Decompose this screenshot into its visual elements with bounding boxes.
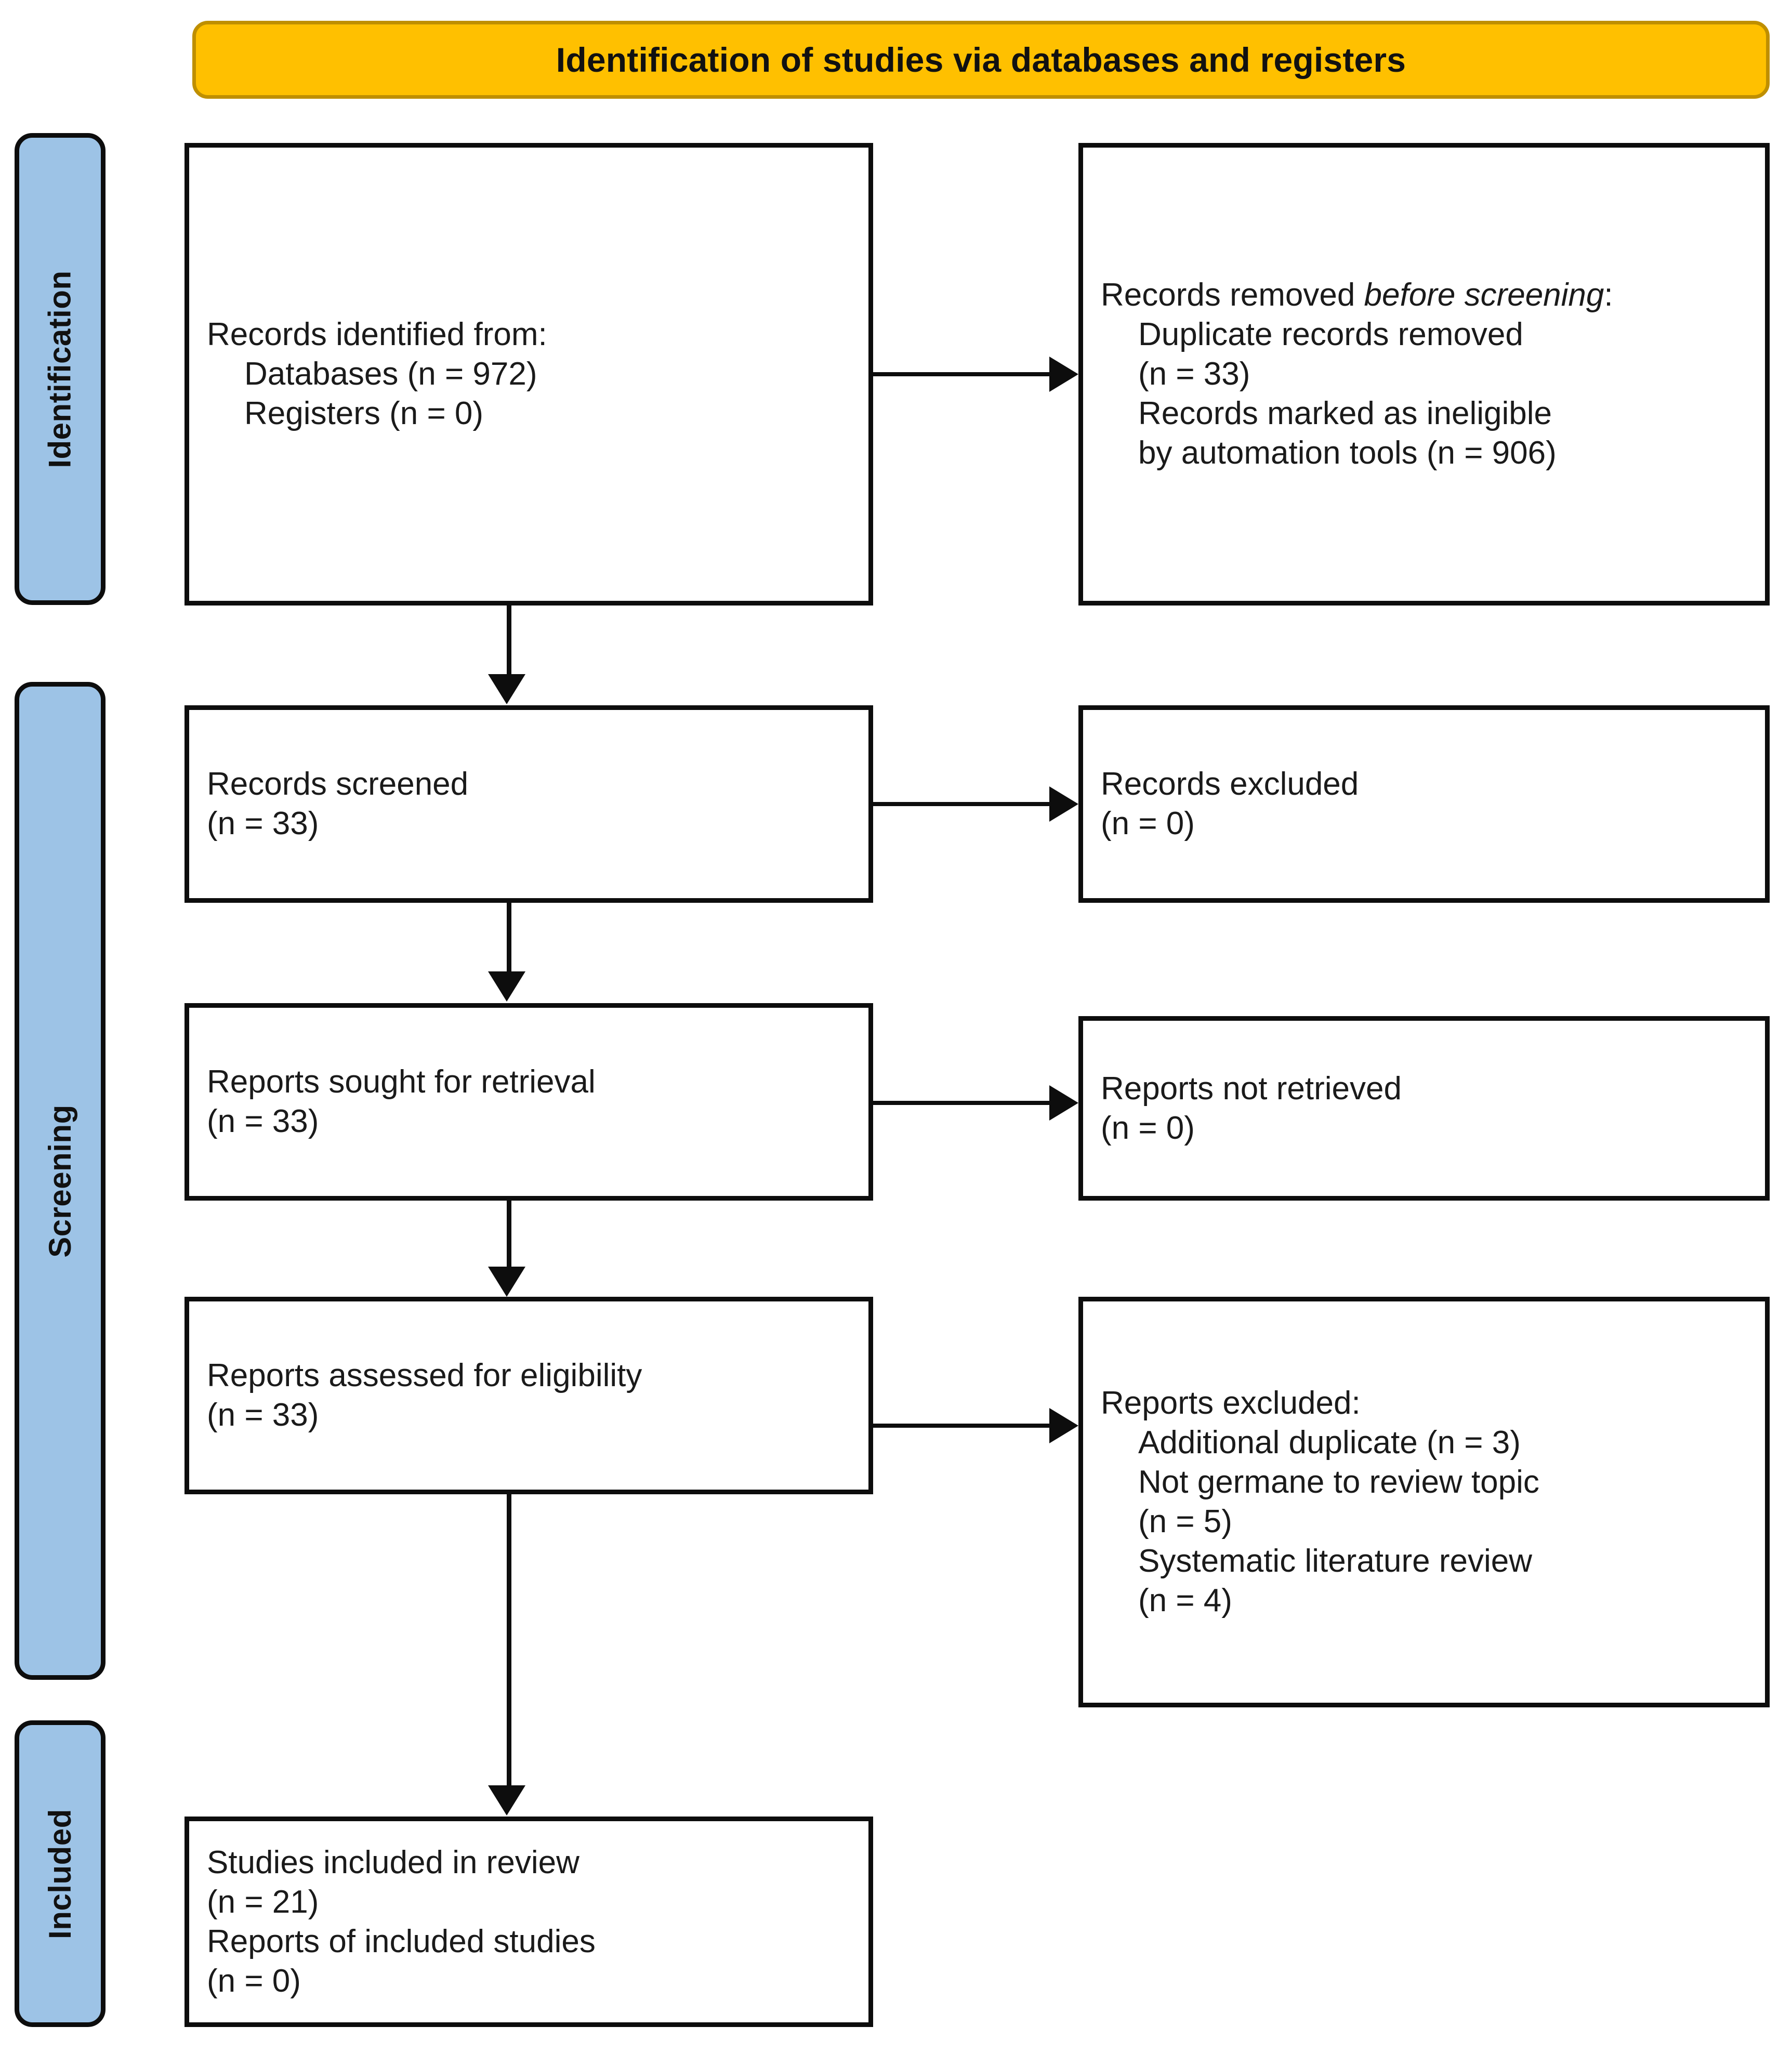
node-line: (n = 33) bbox=[207, 806, 319, 841]
node-line: Not germane to review topic bbox=[1138, 1464, 1539, 1500]
phase-label-included: Included bbox=[15, 1720, 106, 2027]
node-line: Reports not retrieved bbox=[1101, 1070, 1402, 1107]
node-reports-excluded: Reports excluded: Additional duplicate (… bbox=[1078, 1297, 1770, 1707]
arrowhead-sought-to-not-retrieved bbox=[1049, 1085, 1078, 1121]
arrow-sought-to-not-retrieved bbox=[873, 1101, 1052, 1105]
node-line: Additional duplicate (n = 3) bbox=[1138, 1425, 1521, 1460]
node-line: Records excluded bbox=[1101, 766, 1359, 802]
arrow-screened-to-excluded bbox=[873, 802, 1052, 806]
node-records-screened: Records screened (n = 33) bbox=[185, 705, 873, 903]
node-line: Studies included in review bbox=[207, 1844, 579, 1880]
node-line: (n = 0) bbox=[1101, 1110, 1195, 1146]
node-line: (n = 21) bbox=[207, 1884, 319, 1920]
phase-label-included-text: Included bbox=[43, 1808, 77, 1939]
arrowhead-identified-to-removed bbox=[1049, 357, 1078, 392]
node-line: Records marked as ineligible bbox=[1138, 396, 1552, 431]
node-line: (n = 5) bbox=[1138, 1504, 1232, 1539]
node-records-identified: Records identified from: Databases (n = … bbox=[185, 143, 873, 606]
node-line: Reports excluded: bbox=[1101, 1385, 1361, 1421]
node-line: Records screened bbox=[207, 766, 469, 802]
phase-label-screening: Screening bbox=[15, 682, 106, 1680]
arrow-assessed-to-included bbox=[507, 1494, 511, 1786]
arrowhead-identified-to-screened bbox=[488, 674, 525, 704]
node-line: Reports of included studies bbox=[207, 1923, 596, 1959]
node-line: (n = 4) bbox=[1138, 1583, 1232, 1618]
node-line: Reports assessed for eligibility bbox=[207, 1358, 642, 1393]
node-line: by automation tools (n = 906) bbox=[1138, 435, 1557, 471]
arrowhead-screened-to-sought bbox=[488, 971, 525, 1002]
node-line: Systematic literature review bbox=[1138, 1543, 1533, 1579]
node-line: Registers (n = 0) bbox=[244, 396, 484, 431]
node-reports-assessed-for-eligibility: Reports assessed for eligibility (n = 33… bbox=[185, 1297, 873, 1494]
heading-italic: before screening bbox=[1364, 277, 1604, 313]
node-line: Databases (n = 972) bbox=[244, 356, 537, 392]
diagram-header-banner: Identification of studies via databases … bbox=[192, 21, 1770, 99]
arrow-sought-to-assessed bbox=[507, 1201, 511, 1268]
node-reports-not-retrieved: Reports not retrieved (n = 0) bbox=[1078, 1016, 1770, 1201]
phase-label-identification-text: Identification bbox=[43, 270, 77, 468]
node-records-removed-before-screening: Records removed before screening: Duplic… bbox=[1078, 143, 1770, 606]
heading-tail: : bbox=[1604, 277, 1613, 313]
node-line: (n = 33) bbox=[207, 1103, 319, 1139]
arrowhead-screened-to-excluded bbox=[1049, 786, 1078, 822]
node-reports-sought-for-retrieval: Reports sought for retrieval (n = 33) bbox=[185, 1003, 873, 1201]
phase-label-screening-text: Screening bbox=[43, 1104, 78, 1258]
arrow-identified-to-screened bbox=[507, 606, 511, 676]
arrow-screened-to-sought bbox=[507, 903, 511, 972]
node-line: (n = 33) bbox=[207, 1397, 319, 1433]
node-line: (n = 0) bbox=[1101, 806, 1195, 841]
node-records-excluded: Records excluded (n = 0) bbox=[1078, 705, 1770, 903]
node-line-heading: Records removed before screening: bbox=[1101, 275, 1751, 315]
heading-plain: Records removed bbox=[1101, 277, 1364, 313]
diagram-title: Identification of studies via databases … bbox=[556, 40, 1406, 79]
arrowhead-assessed-to-included bbox=[488, 1785, 525, 1815]
node-line: (n = 0) bbox=[207, 1963, 301, 1999]
node-line: Reports sought for retrieval bbox=[207, 1064, 596, 1100]
arrow-identified-to-removed bbox=[873, 372, 1052, 376]
arrowhead-sought-to-assessed bbox=[488, 1267, 525, 1297]
node-studies-included-in-review: Studies included in review (n = 21) Repo… bbox=[185, 1817, 873, 2027]
phase-label-identification: Identification bbox=[15, 133, 106, 605]
node-line: (n = 33) bbox=[1138, 356, 1250, 392]
node-line: Records identified from: bbox=[207, 317, 547, 352]
arrow-assessed-to-reports-excluded bbox=[873, 1424, 1052, 1428]
arrowhead-assessed-to-reports-excluded bbox=[1049, 1408, 1078, 1443]
node-line: Duplicate records removed bbox=[1138, 317, 1523, 352]
